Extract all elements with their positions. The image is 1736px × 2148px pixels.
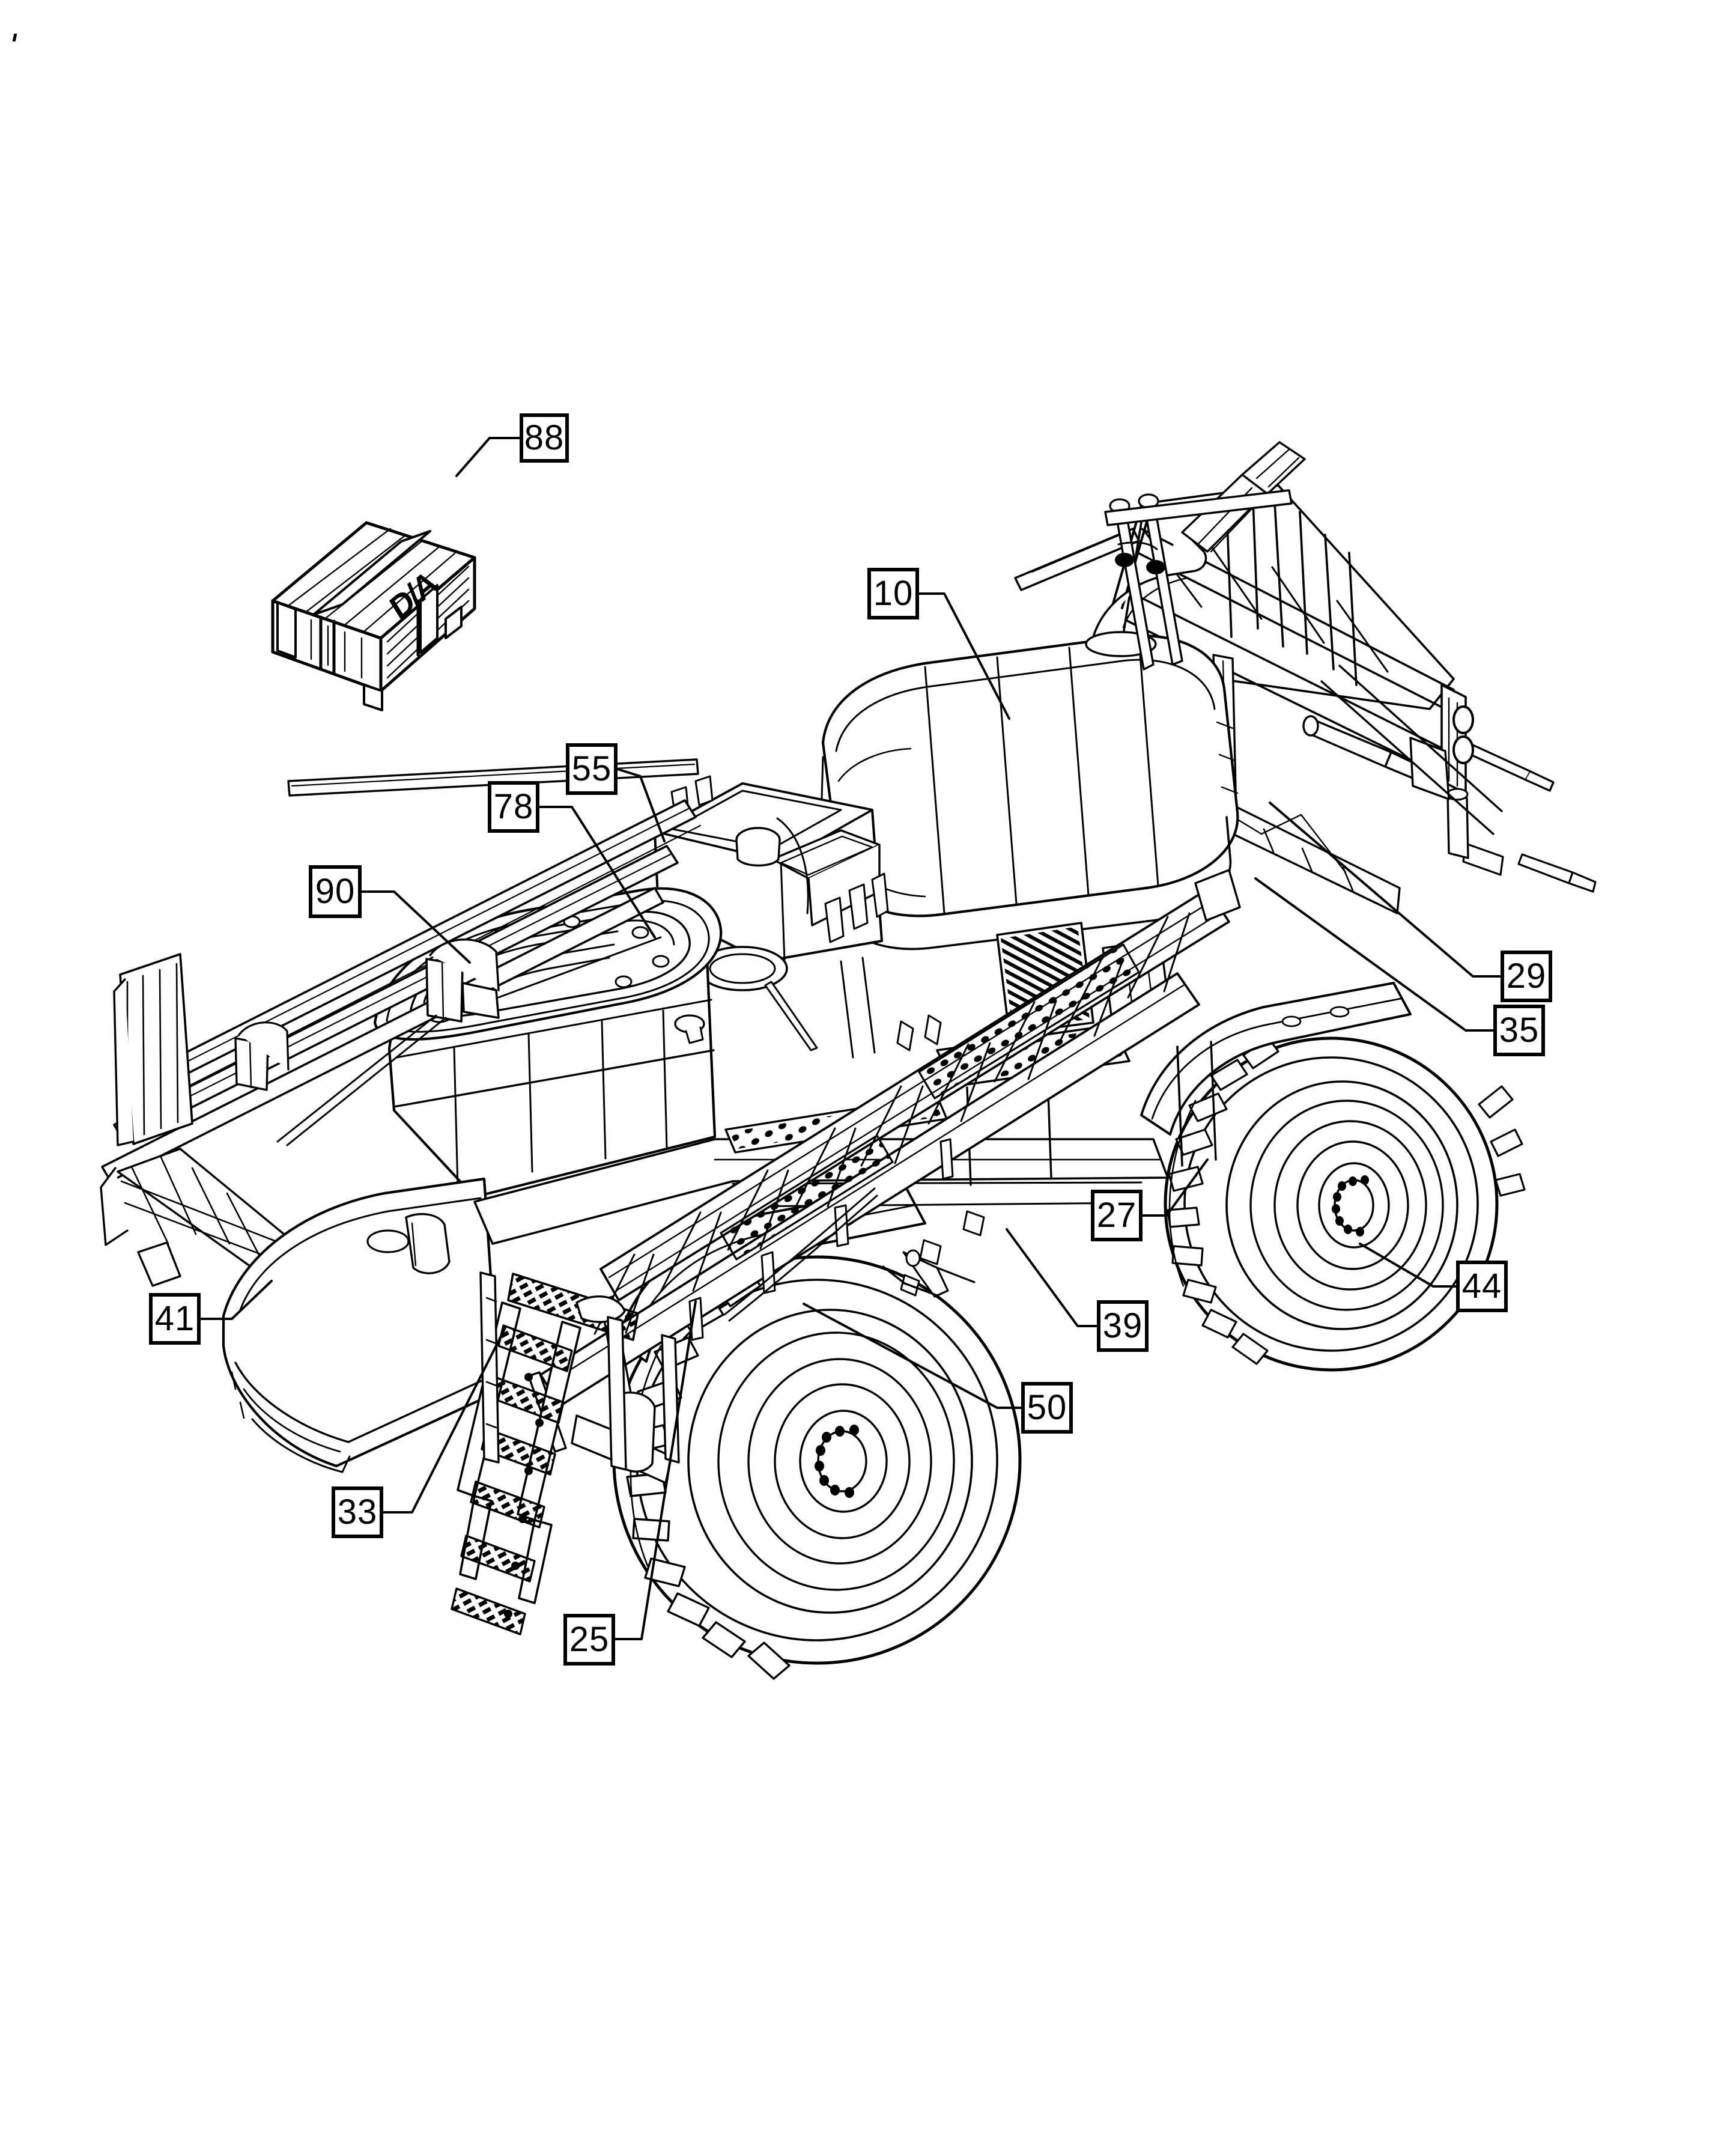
callout-88[interactable]: 88 <box>520 413 569 463</box>
rear-fender <box>1140 982 1412 1136</box>
rear-wheel <box>1164 1036 1526 1372</box>
callout-10[interactable]: 10 <box>867 568 919 619</box>
callout-44[interactable]: 44 <box>1456 1261 1508 1312</box>
callout-39[interactable]: 39 <box>1097 1300 1149 1352</box>
callout-90[interactable]: 90 <box>309 865 362 918</box>
callout-25[interactable]: 25 <box>563 1614 615 1666</box>
small-hydraulic-part <box>902 1249 976 1298</box>
callout-35[interactable]: 35 <box>1493 1005 1545 1056</box>
callout-55[interactable]: 55 <box>566 743 618 795</box>
product-tank <box>819 441 1306 951</box>
upper-mast <box>1104 489 1293 671</box>
callout-41[interactable]: 41 <box>149 1293 201 1345</box>
front-wheel <box>612 1255 1022 1680</box>
callout-50[interactable]: 50 <box>1021 1382 1073 1434</box>
callout-27[interactable]: 27 <box>1091 1190 1143 1241</box>
callout-33[interactable]: 33 <box>332 1486 383 1538</box>
access-ladder <box>451 1271 680 1635</box>
dia-crate-group: D/A <box>271 521 476 711</box>
loose-fittings <box>900 665 1597 1297</box>
front-hood <box>222 1177 500 1473</box>
lower-left-rod <box>882 1265 938 1297</box>
left-spray-boom <box>100 758 702 1287</box>
callout-29[interactable]: 29 <box>1501 951 1552 1002</box>
callout-78[interactable]: 78 <box>488 781 539 833</box>
